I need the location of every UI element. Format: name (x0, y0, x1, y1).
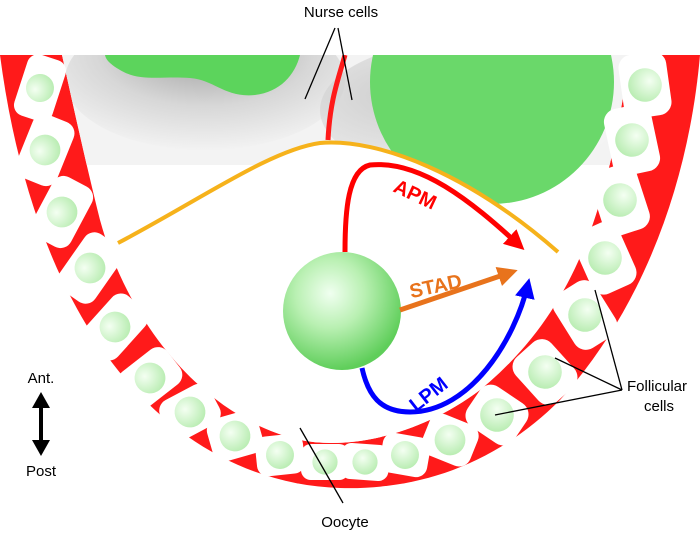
follicular-cell-nucleus (46, 196, 78, 228)
leader-lines (299, 27, 623, 504)
follicular-cell (590, 163, 650, 237)
nurse-cell-nucleus-left (105, 55, 300, 96)
follicular-cell (15, 113, 75, 187)
follicular-cell-nucleus (219, 420, 251, 452)
follicular-cell (117, 347, 183, 409)
anterior-label: Ant. (28, 370, 55, 387)
follicular-cell-nucleus (99, 311, 131, 343)
follicular-cell-nucleus (266, 441, 294, 469)
follicular-cell-nucleus (568, 298, 602, 332)
follicular-cell-nucleus (588, 241, 622, 275)
follicular-cell (82, 293, 148, 361)
follicular-cell (603, 104, 661, 176)
apm-arrow (342, 162, 525, 253)
follicular-cell-nucleus (615, 123, 649, 157)
follicular-cell (340, 443, 390, 481)
nurse-cell-nucleus-right (370, 55, 614, 204)
oocyte-label: Oocyte (321, 514, 369, 531)
follicular-cell (512, 339, 578, 405)
nurse-cells-label: Nurse cells (304, 4, 378, 21)
follicular-cells (13, 51, 672, 481)
follicular-cell-nucleus (352, 449, 378, 475)
follicular-cell (618, 51, 672, 119)
follicular-cell (421, 413, 479, 467)
follicular-cell-nucleus (628, 68, 662, 102)
follicular-label: Follicular (627, 378, 687, 395)
follicular-cell (301, 444, 349, 480)
follicular-cell-nucleus (134, 362, 166, 394)
oocyte-boundary (117, 140, 560, 254)
nurse-cell-membrane (325, 55, 348, 141)
follicular-cell-nucleus (391, 441, 419, 469)
cells-label: cells (644, 398, 674, 415)
oocyte-nucleus (283, 252, 401, 370)
follicular-cell-nucleus (26, 74, 54, 102)
follicular-cell-nucleus (74, 252, 106, 284)
follicular-cell (159, 383, 221, 441)
follicular-cell-nucleus (29, 134, 61, 166)
follicular-cell-nucleus (528, 355, 562, 389)
follicular-cell-nucleus (603, 183, 637, 217)
follicular-cell (57, 232, 123, 304)
follicular-cell-nucleus (434, 424, 466, 456)
lpm-arrow (359, 278, 535, 415)
double-arrow-vertical-icon (32, 392, 50, 456)
follicular-cell (13, 54, 67, 122)
follicular-cell (30, 175, 94, 249)
follicular-cell-nucleus (174, 396, 206, 428)
follicular-cell (552, 280, 618, 350)
follicular-cell (573, 221, 637, 295)
follicular-cell (255, 433, 305, 477)
follicular-cell-nucleus (312, 449, 338, 475)
follicular-cell (379, 432, 431, 478)
follicular-cell (206, 410, 264, 462)
stad-arrow (399, 267, 518, 313)
posterior-label: Post (26, 463, 57, 480)
